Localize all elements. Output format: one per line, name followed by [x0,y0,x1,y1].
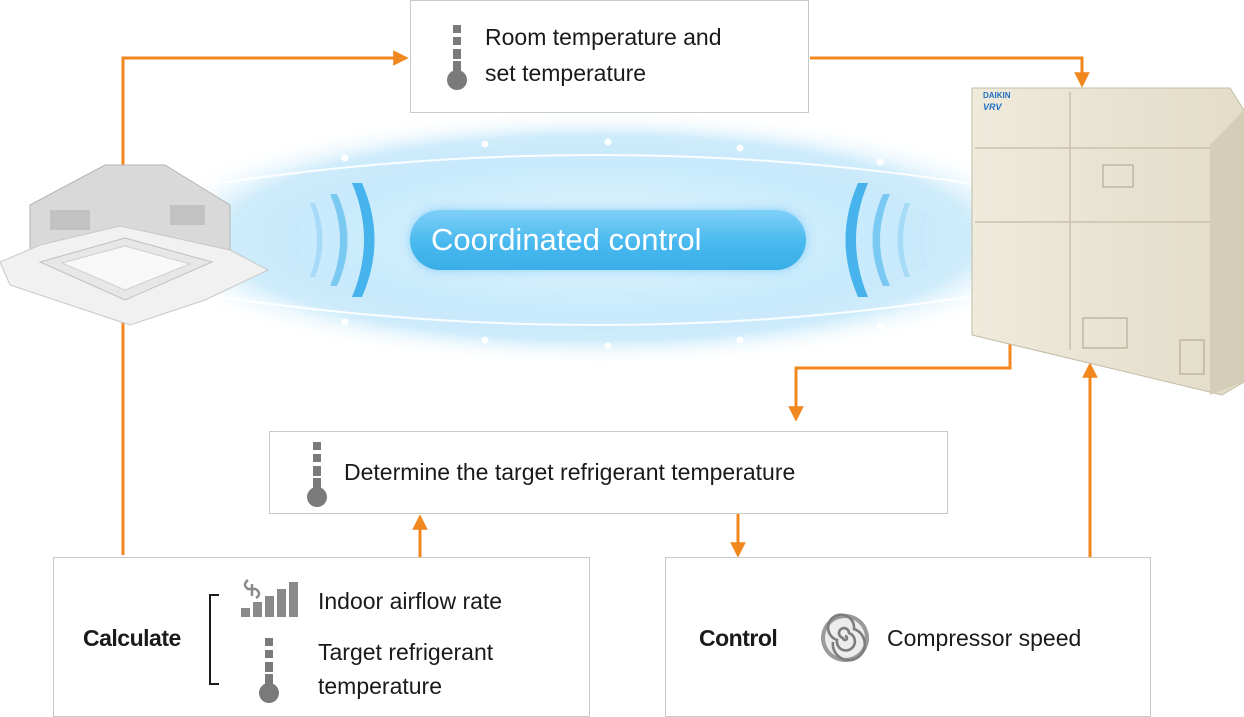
orbit-dots [211,138,884,350]
outdoor-unit-model: VRV [983,102,1003,112]
airflow-icon [241,579,298,617]
coordinated-control-label: Coordinated control [410,210,806,270]
outdoor-unit: DAIKIN VRV [971,87,1244,396]
target-refrigerant-line1: Target refrigerant [318,639,494,665]
arrow-top-to-outdoor [810,56,1090,88]
compressor-speed-label: Compressor speed [887,625,1082,651]
room-temperature-box: Room temperature and set temperature [410,0,809,113]
target-refrigerant-line2: temperature [318,673,443,699]
room-temperature-line1: Room temperature and [485,24,722,50]
thermometer-icon [447,25,467,90]
calculate-box: Calculate Indoor airflow rate [53,557,590,717]
indoor-airflow-label: Indoor airflow rate [318,588,503,614]
signal-bars-icon [241,582,298,617]
arrow-outdoor-to-middle [788,335,1012,422]
flow-arrows [121,50,1098,558]
target-refrigerant-label: Determine the target refrigerant tempera… [344,459,796,485]
target-refrigerant-box: Determine the target refrigerant tempera… [269,431,948,514]
outdoor-unit-brand: DAIKIN [983,91,1011,100]
orbit-lines [174,154,1011,326]
signal-waves-left [292,183,375,297]
arrow-indoor-to-top [121,50,409,555]
fan-icon [243,579,261,600]
control-heading: Control [699,625,778,651]
thermometer-icon [307,442,327,507]
signal-waves-right [845,183,928,297]
thermometer-icon [259,638,279,703]
bracket [209,594,219,685]
control-box: Control Compressor speed [665,557,1151,717]
compressor-icon [821,613,869,662]
calculate-heading: Calculate [83,625,181,651]
room-temperature-line2: set temperature [485,60,647,86]
indoor-cassette-unit [0,164,270,326]
